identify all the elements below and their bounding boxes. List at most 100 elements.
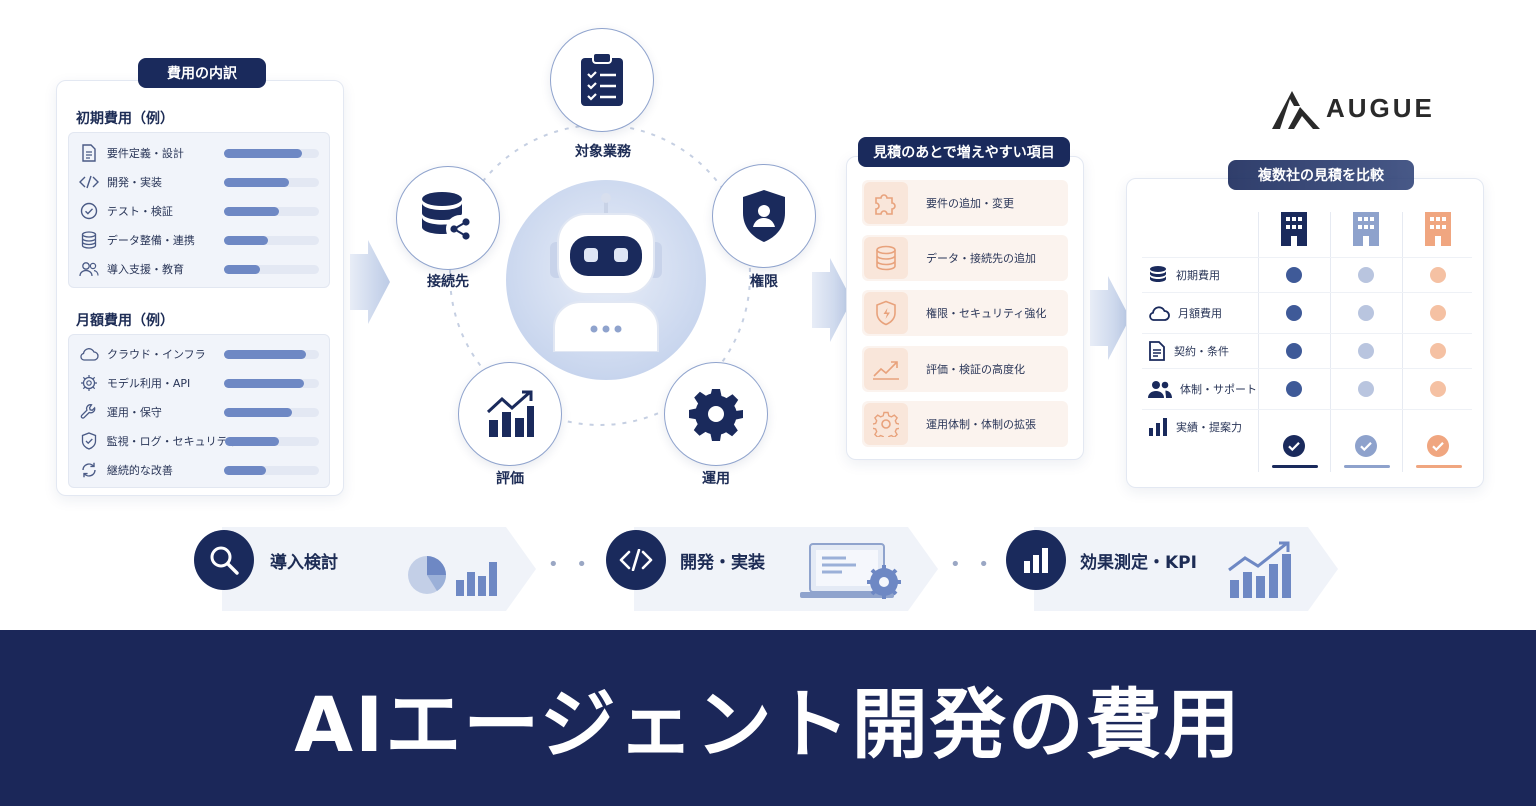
node-label: 評価 [496, 471, 524, 487]
brand-name: AUGUE [1326, 92, 1435, 123]
row-band [1142, 333, 1472, 369]
vendor-underline [1416, 465, 1462, 468]
document-icon [79, 143, 99, 163]
list-item: 要件の追加・変更 [862, 180, 1068, 226]
column-divider [1402, 212, 1403, 472]
check-badge-icon [1427, 435, 1449, 457]
list-item: 導入支援・教育 [79, 255, 319, 283]
vendor-dot [1358, 267, 1374, 283]
robot-icon [550, 193, 662, 352]
list-item: テスト・検証 [79, 197, 319, 225]
column-divider [1330, 212, 1331, 472]
node-connection [396, 166, 500, 270]
step-develop [606, 530, 666, 590]
vendor-building-icon [1425, 212, 1451, 246]
vendor-dot [1430, 305, 1446, 321]
laptop-gear-icon [800, 543, 901, 599]
vendor-dot [1358, 381, 1374, 397]
cost-bar-fill [223, 349, 306, 359]
cost-item-label: 運用・保守 [106, 406, 162, 419]
cost-item-label: 要件定義・設計 [106, 147, 184, 160]
node-label: 対象業務 [575, 144, 631, 160]
vendor-dot [1286, 343, 1302, 359]
brand-mark-icon [1272, 91, 1320, 129]
comparison-row-label: 実績・提案力 [1176, 421, 1242, 434]
vendor-underline [1272, 465, 1318, 468]
vendor-building-icon [1353, 212, 1379, 246]
extra-item-label: データ・接続先の追加 [926, 252, 1036, 265]
vendor-dot [1430, 267, 1446, 283]
cost-item-label: クラウド・インフラ [107, 348, 206, 361]
step-label: 導入検討 [270, 553, 338, 573]
clipboard-icon [581, 52, 623, 106]
list-item: モデル利用・API [79, 369, 319, 397]
list-item: 開発・実装 [79, 168, 319, 196]
list-item: 継続的な改善 [79, 456, 319, 484]
title-banner: AIエージェント開発の費用 [0, 630, 1536, 806]
cost-item-label: 継続的な改善 [106, 464, 173, 477]
cost-bar-fill [223, 177, 289, 187]
step-label: 開発・実装 [680, 553, 765, 573]
extra-item-label: 要件の追加・変更 [926, 197, 1014, 210]
extra-item-label: 権限・セキュリティ強化 [926, 307, 1047, 320]
puzzle-icon [864, 182, 908, 224]
cost-item-label: データ整備・連携 [106, 234, 195, 247]
node-permission [712, 164, 816, 268]
cost-bar [223, 264, 319, 274]
cost-bar [223, 407, 319, 417]
shield-icon [864, 292, 908, 334]
users-icon [79, 259, 99, 279]
comparison-row: 月額費用 [1148, 295, 1266, 331]
cost-bar-fill [223, 264, 261, 274]
cost-bar-fill [223, 465, 266, 475]
step-search [194, 530, 254, 590]
check-badge-icon [1283, 435, 1305, 457]
extra-item-label: 評価・検証の高度化 [926, 363, 1025, 376]
cost-breakdown-title: 費用の内訳 [138, 58, 266, 88]
monthly-cost-list: クラウド・インフラ モデル利用・API 運用・保守 監視・ログ・セキュリティ 継… [68, 334, 330, 488]
shield-icon [79, 431, 99, 451]
column-divider [1258, 212, 1259, 472]
vendor-dot [1358, 343, 1374, 359]
cost-bar [223, 177, 319, 187]
users-icon [1148, 381, 1172, 398]
initial-cost-heading: 初期費用（例） [76, 111, 174, 127]
list-item: 権限・セキュリティ強化 [862, 290, 1068, 336]
node-target-work [550, 28, 654, 132]
vendor-dot [1286, 267, 1302, 283]
code-icon [619, 549, 653, 571]
growth-chart-icon [1228, 541, 1291, 598]
cost-bar [223, 206, 319, 216]
comparison-row-label: 体制・サポート [1180, 383, 1257, 396]
code-icon [79, 172, 99, 192]
gear-icon [864, 403, 908, 445]
check-circle-icon [79, 201, 99, 221]
comparison-row: 契約・条件 [1148, 333, 1266, 369]
flow-arrow-icon [812, 258, 852, 342]
shield-user-icon [743, 190, 785, 242]
search-icon [210, 546, 239, 575]
step-connector-dots: • • • [548, 554, 622, 575]
wrench-icon [79, 402, 99, 422]
document-icon [1149, 341, 1165, 361]
vendor-underline [1344, 465, 1390, 468]
comparison-row-label: 初期費用 [1176, 269, 1220, 282]
coins-icon [1150, 266, 1166, 282]
vendor-dot [1286, 305, 1302, 321]
database-icon [79, 230, 99, 250]
list-item: 運用・保守 [79, 398, 319, 426]
cost-bar [223, 235, 319, 245]
row-band [1142, 257, 1472, 293]
list-item: クラウド・インフラ [79, 340, 319, 368]
vendor-dot [1358, 305, 1374, 321]
comparison-row-label: 月額費用 [1178, 307, 1222, 320]
node-label: 権限 [750, 274, 778, 290]
brand-logo: AUGUE [1272, 86, 1435, 130]
comparison-row: 初期費用 [1148, 257, 1266, 293]
node-label: 運用 [702, 471, 730, 487]
monthly-cost-heading: 月額費用（例） [76, 313, 174, 329]
flow-arrow-icon [1090, 276, 1130, 360]
cost-item-label: 監視・ログ・セキュリティ [106, 435, 238, 448]
cost-item-label: テスト・検証 [106, 205, 173, 218]
gear-icon [689, 389, 743, 441]
